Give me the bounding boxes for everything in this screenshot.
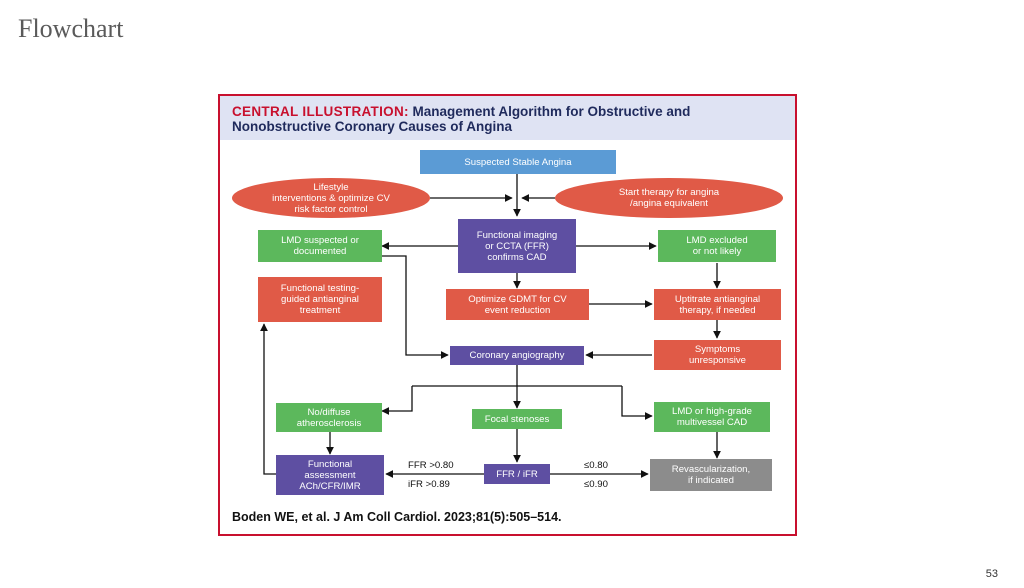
node-no-diffuse-label: No/diffuse atherosclerosis xyxy=(296,406,362,429)
node-suspected-angina: Suspected Stable Angina xyxy=(420,150,616,174)
label-ifr-low: ≤0.90 xyxy=(584,479,608,490)
node-start-therapy: Start therapy for angina /angina equival… xyxy=(555,178,783,218)
arrow-lmd-suspected-to-angiography xyxy=(382,255,449,359)
citation: Boden WE, et al. J Am Coll Cardiol. 2023… xyxy=(232,510,562,524)
node-symptoms-label: Symptoms unresponsive xyxy=(688,344,747,366)
node-symptoms-unresponsive: Symptoms unresponsive xyxy=(654,340,781,370)
node-revascularization-label: Revascularization, if indicated xyxy=(671,464,751,486)
flow-arrows xyxy=(260,174,721,478)
label-ffr-low: ≤0.80 xyxy=(584,460,608,471)
node-functional-testing-label: Functional testing- guided antianginal t… xyxy=(280,283,360,316)
node-functional-imaging-label: Functional imaging or CCTA (FFR) confirm… xyxy=(476,229,558,263)
node-focal-stenoses-label: Focal stenoses xyxy=(484,413,550,425)
node-lifestyle: Lifestyle interventions & optimize CV ri… xyxy=(232,178,430,218)
node-focal-stenoses: Focal stenoses xyxy=(472,409,562,429)
node-no-diffuse: No/diffuse atherosclerosis xyxy=(276,403,382,432)
figure-header: CENTRAL ILLUSTRATION: Management Algorit… xyxy=(220,96,795,140)
node-uptitrate-label: Uptitrate antianginal therapy, if needed xyxy=(674,293,761,316)
arrow-to-lmd-highgrade xyxy=(621,386,653,420)
node-coronary-angiography: Coronary angiography xyxy=(450,346,584,365)
label-ifr-high: iFR >0.89 xyxy=(408,479,450,490)
slide-title: Flowchart xyxy=(18,14,124,43)
figure-title: CENTRAL ILLUSTRATION: Management Algorit… xyxy=(232,104,788,134)
node-uptitrate: Uptitrate antianginal therapy, if needed xyxy=(654,289,781,320)
node-lmd-excluded-label: LMD excluded or not likely xyxy=(686,235,748,257)
node-functional-assessment: Functional assessment ACh/CFR/IMR xyxy=(276,455,384,495)
figure-title-text: Management Algorithm for Obstructive and… xyxy=(232,104,691,134)
node-lmd-suspected: LMD suspected or documented xyxy=(258,230,382,262)
node-optimize-gdmt: Optimize GDMT for CV event reduction xyxy=(446,289,589,320)
node-ffr-ifr-label: FFR / iFR xyxy=(496,468,538,480)
node-lmd-highgrade-label: LMD or high-grade multivessel CAD xyxy=(672,406,752,428)
figure-title-lead: CENTRAL ILLUSTRATION: xyxy=(232,104,409,119)
node-ffr-ifr: FFR / iFR xyxy=(484,464,550,484)
node-functional-testing: Functional testing- guided antianginal t… xyxy=(258,277,382,322)
node-functional-assessment-label: Functional assessment ACh/CFR/IMR xyxy=(299,458,361,492)
page-number: 53 xyxy=(985,568,998,580)
node-start-therapy-label: Start therapy for angina /angina equival… xyxy=(618,187,720,209)
node-lmd-excluded: LMD excluded or not likely xyxy=(658,230,776,262)
node-lmd-suspected-label: LMD suspected or documented xyxy=(281,235,359,257)
node-lifestyle-label: Lifestyle interventions & optimize CV ri… xyxy=(272,181,390,215)
label-ffr-high: FFR >0.80 xyxy=(408,460,454,471)
node-lmd-highgrade: LMD or high-grade multivessel CAD xyxy=(654,402,770,432)
node-revascularization: Revascularization, if indicated xyxy=(650,459,772,491)
node-optimize-gdmt-label: Optimize GDMT for CV event reduction xyxy=(468,293,567,316)
node-functional-imaging: Functional imaging or CCTA (FFR) confirm… xyxy=(458,219,576,273)
arrow-to-no-diffuse xyxy=(381,386,413,415)
arrow-assessment-to-testing xyxy=(260,323,276,475)
central-illustration: CENTRAL ILLUSTRATION: Management Algorit… xyxy=(218,94,797,536)
node-suspected-angina-label: Suspected Stable Angina xyxy=(464,156,572,168)
node-coronary-angiography-label: Coronary angiography xyxy=(469,350,565,361)
